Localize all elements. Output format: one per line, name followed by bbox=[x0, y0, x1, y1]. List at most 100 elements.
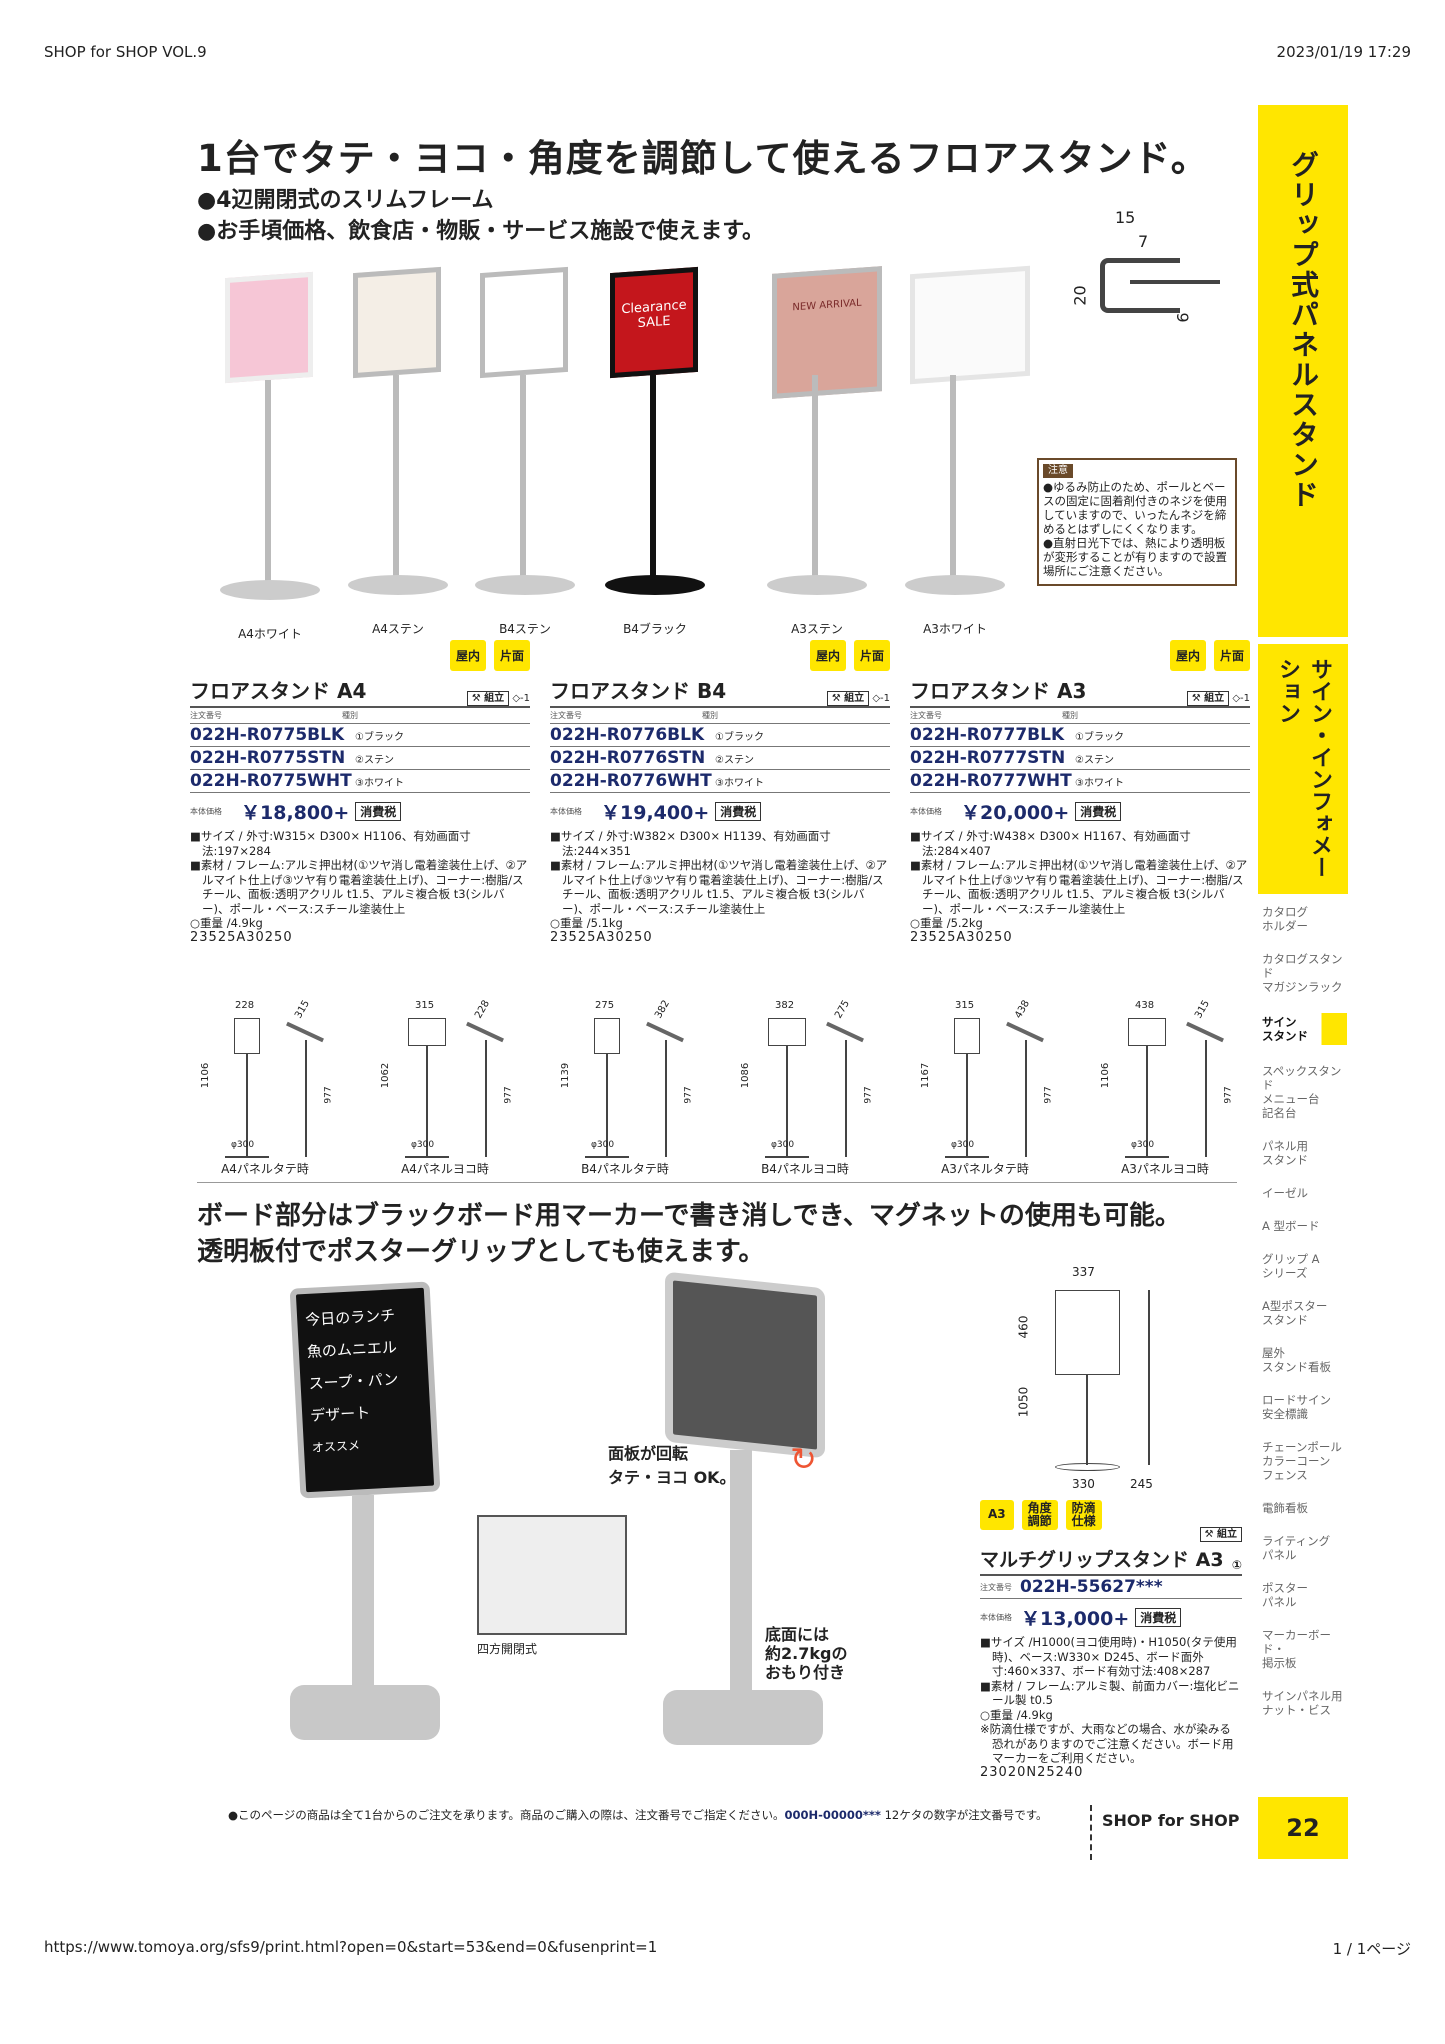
dim-base-depth: 245 bbox=[1130, 1477, 1153, 1491]
spec-catalog-code: 23525A30250 bbox=[190, 929, 293, 945]
badge-angle: 角度 調節 bbox=[1021, 1500, 1058, 1530]
corner-detail-image bbox=[477, 1515, 627, 1635]
footer-separator bbox=[1090, 1805, 1092, 1860]
divider bbox=[197, 1182, 1237, 1183]
brand-logo: SHOP for SHOP bbox=[1102, 1811, 1240, 1830]
wrench-icon: ⚒ bbox=[471, 693, 481, 704]
order-type: ③ホワイト bbox=[355, 777, 404, 789]
footer-note: ●このページの商品は全て1台からのご注文を承ります。商品のご購入の際は、注文番号… bbox=[228, 1808, 1078, 1823]
sidebar-nav-item[interactable]: A型ポスター スタンド bbox=[1262, 1299, 1328, 1327]
section2-headline-1: ボード部分はブラックボード用マーカーで書き消しでき、マグネットの使用も可能。 bbox=[197, 1201, 1181, 1231]
spec-material: ■素材 / フレーム:アルミ押出材(①ツヤ消し電着塗装仕上げ、②アルマイト仕上げ… bbox=[910, 858, 1248, 916]
dim-depth: 275 bbox=[833, 998, 853, 1021]
section2-headline-2: 透明板付でポスターグリップとしても使えます。 bbox=[197, 1237, 765, 1267]
frame-profile-diagram: 15 7 20 6 bbox=[1070, 208, 1230, 328]
sidebar-nav-item[interactable]: イーゼル bbox=[1262, 1186, 1308, 1200]
product-column: 屋内片面 フロアスタンド A4⚒ 組立 ◇-1 注文番号種別 022H-R077… bbox=[190, 640, 530, 945]
sidebar-nav-item[interactable]: パネル用 スタンド bbox=[1262, 1139, 1308, 1167]
stand-label: A3ホワイト bbox=[923, 622, 987, 636]
wrench-icon: ⚒ bbox=[1204, 1529, 1214, 1540]
callout-base: 底面には 約2.7kgの おもり付き bbox=[765, 1625, 848, 1682]
price-label: 本体価格 bbox=[980, 1613, 1012, 1622]
price-value: ￥19,400+ bbox=[601, 802, 710, 824]
order-code: 022H-R0776BLK bbox=[550, 725, 705, 745]
sidebar-nav-item[interactable]: サイン スタンド bbox=[1262, 1013, 1347, 1045]
profile-width2: 7 bbox=[1138, 232, 1149, 251]
order-code: 022H-R0777STN bbox=[910, 748, 1066, 768]
badge-single-side: 片面 bbox=[493, 640, 530, 671]
dim-pole-height: 977 bbox=[1043, 1086, 1054, 1104]
badge-indoor: 屋内 bbox=[1169, 640, 1206, 671]
stand-b4-stainless: B4ステン bbox=[470, 266, 590, 636]
sidebar-nav-item[interactable]: カタログ ホルダー bbox=[1262, 905, 1308, 933]
browser-header-date: 2023/01/19 17:29 bbox=[1276, 43, 1411, 61]
badge-drip: 防滴 仕様 bbox=[1065, 1500, 1102, 1530]
dim-height: 1062 bbox=[380, 1062, 392, 1089]
dim-pole-height: 977 bbox=[323, 1086, 334, 1104]
type-label: 種別 bbox=[1062, 711, 1078, 720]
diagram-caption: A3パネルヨコ時 bbox=[1121, 1162, 1209, 1176]
dim-base: φ300 bbox=[1131, 1140, 1155, 1150]
sidebar-nav-item[interactable]: チェーンポール カラーコーン フェンス bbox=[1262, 1440, 1342, 1482]
assembly-label: 組立 bbox=[1204, 693, 1225, 704]
section-tab[interactable]: サイン・インフォメーション bbox=[1258, 644, 1348, 894]
sidebar-nav-item[interactable]: 屋外 スタンド看板 bbox=[1262, 1346, 1331, 1374]
dim-pole-height: 977 bbox=[683, 1086, 694, 1104]
order-type: ①ブラック bbox=[1075, 731, 1124, 743]
caution-title: 注意 bbox=[1043, 464, 1073, 478]
sidebar-nav-item[interactable]: ロードサイン 安全標識 bbox=[1262, 1393, 1331, 1421]
sidebar-nav-item[interactable]: ポスター パネル bbox=[1262, 1581, 1308, 1609]
caution-note: 注意 ●ゆるみ防止のため、ポールとベースの固定に固着剤付きのネジを使用しています… bbox=[1037, 458, 1237, 586]
badge-single-side: 片面 bbox=[853, 640, 890, 671]
sidebar-nav-item[interactable]: マーカーボード・ 掲示板 bbox=[1262, 1628, 1331, 1670]
sidebar-nav-item[interactable]: サインパネル用 ナット・ビス bbox=[1262, 1689, 1343, 1717]
category-tab[interactable]: グリップ式パネルスタンド bbox=[1258, 105, 1348, 637]
price-label: 本体価格 bbox=[190, 807, 222, 816]
wrench-icon: ⚒ bbox=[1191, 693, 1201, 704]
sidebar-nav-item[interactable]: グリップ A シリーズ bbox=[1262, 1252, 1320, 1280]
bullet-1: ●4辺開閉式のスリムフレーム bbox=[197, 188, 494, 213]
spec-weight: ○重量 /5.2kg bbox=[910, 916, 983, 930]
assembly-badge: ⚒ 組立 bbox=[826, 691, 870, 706]
panel-text: NEW ARRIVAL bbox=[772, 266, 882, 399]
dim-pole-height: 977 bbox=[1223, 1086, 1234, 1104]
order-type: ③ホワイト bbox=[1075, 777, 1124, 789]
bullet-2: ●お手頃価格、飲食店・物販・サービス施設で使えます。 bbox=[197, 219, 764, 244]
dim-width: 438 bbox=[1135, 1000, 1155, 1011]
stand-label: A4ホワイト bbox=[238, 627, 302, 641]
browser-url[interactable]: https://www.tomoya.org/sfs9/print.html?o… bbox=[44, 1938, 658, 1956]
dim-pole-height: 977 bbox=[503, 1086, 514, 1104]
type-label: 種別 bbox=[342, 711, 358, 720]
sidebar-nav-item[interactable]: A 型ボード bbox=[1262, 1219, 1320, 1233]
profile-height: 20 bbox=[1070, 285, 1090, 306]
dimension-diagram: 228 1106 φ300 315 977 A4パネルタテ時 bbox=[200, 990, 333, 1176]
assembly-badge: ⚒ 組立 bbox=[466, 691, 510, 706]
dimension-diagram: 275 1139 φ300 382 977 B4パネルタテ時 bbox=[560, 990, 693, 1176]
diagram-caption: A4パネルタテ時 bbox=[221, 1162, 309, 1176]
price-value: ￥13,000+ bbox=[1021, 1608, 1130, 1630]
sidebar-nav-item[interactable]: カタログスタンド マガジンラック bbox=[1262, 952, 1343, 994]
dimension-diagram: 438 1106 φ300 315 977 A3パネルヨコ時 bbox=[1100, 990, 1233, 1176]
product-column: 屋内片面 フロアスタンド A3⚒ 組立 ◇-1 注文番号種別 022H-R077… bbox=[910, 640, 1250, 945]
dim-height: 1086 bbox=[740, 1062, 752, 1089]
price-label: 本体価格 bbox=[550, 807, 582, 816]
sidebar-nav-item[interactable]: スペックスタンド メニュー台 記名台 bbox=[1262, 1064, 1342, 1120]
spec-material: ■素材 / フレーム:アルミ製、前面カバー:塩化ビニール製 t0.5 bbox=[980, 1678, 1240, 1708]
price-value: ￥18,800+ bbox=[241, 802, 350, 824]
sidebar-nav-item[interactable]: ライティング パネル bbox=[1262, 1534, 1331, 1562]
page-headline: 1台でタテ・ヨコ・角度を調節して使えるフロアスタンド。 bbox=[197, 137, 1209, 180]
grip-stand-image bbox=[660, 1271, 830, 1760]
stand-a4-stainless: A4ステン bbox=[343, 266, 463, 636]
dim-width: 228 bbox=[235, 1000, 255, 1011]
dimension-diagram: 315 1062 φ300 228 977 A4パネルヨコ時 bbox=[380, 990, 513, 1176]
sidebar-nav-item[interactable]: 電飾看板 bbox=[1262, 1501, 1308, 1515]
badge-size: A3 bbox=[980, 1500, 1014, 1530]
assembly-label: 組立 bbox=[1217, 1529, 1237, 1540]
callout-rotate: 面板が回転 タテ・ヨコ OK。 bbox=[608, 1444, 736, 1487]
grip-stand-dimensions: 337 460 1050 330 245 bbox=[1016, 1265, 1160, 1495]
